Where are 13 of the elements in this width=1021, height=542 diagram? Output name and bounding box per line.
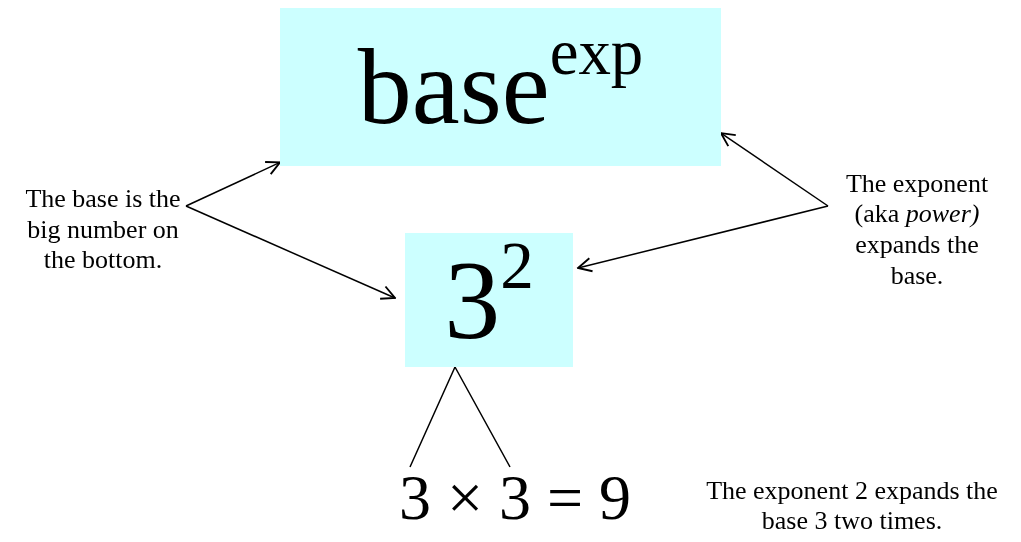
arrow	[720, 132, 829, 207]
note-text: The exponent 2 expands the base 3 two times.	[705, 476, 999, 536]
note-text: The exponent (aka power) expands the base.	[844, 168, 990, 292]
connector-line	[409, 366, 511, 468]
term-box	[405, 233, 573, 367]
math-text: base$^{exp}$	[357, 33, 644, 141]
arrow	[577, 205, 829, 273]
equation-text: 3 × 3 = 9	[398, 466, 632, 530]
arrow	[185, 205, 396, 300]
arrow	[185, 161, 281, 207]
term-box	[280, 8, 721, 166]
math-text: 3$^{2}$	[444, 244, 534, 356]
note-text: The base is the big number on the bottom.	[24, 184, 182, 276]
